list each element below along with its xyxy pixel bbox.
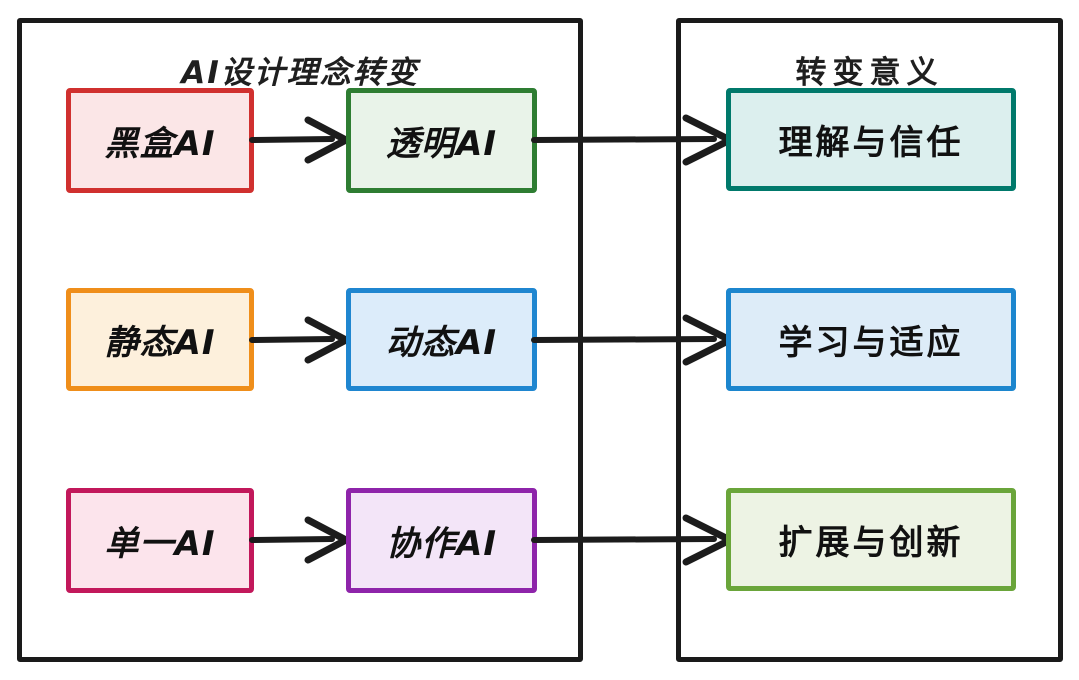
node-single-ai[interactable]: 单一AI — [66, 488, 254, 593]
node-transparent-ai[interactable]: 透明AI — [346, 88, 537, 193]
node-dynamic-ai[interactable]: 动态AI — [346, 288, 537, 391]
right-panel-title: 转变意义 — [795, 55, 944, 91]
left-panel-title: AI设计理念转变 — [181, 55, 419, 91]
node-static-ai[interactable]: 静态AI — [66, 288, 254, 391]
node-blackbox-ai[interactable]: 黑盒AI — [66, 88, 254, 193]
node-expansion-innovation[interactable]: 扩展与创新 — [726, 488, 1016, 591]
node-understanding-trust[interactable]: 理解与信任 — [726, 88, 1016, 191]
node-learning-adaptation[interactable]: 学习与适应 — [726, 288, 1016, 391]
node-collaborative-ai[interactable]: 协作AI — [346, 488, 537, 593]
